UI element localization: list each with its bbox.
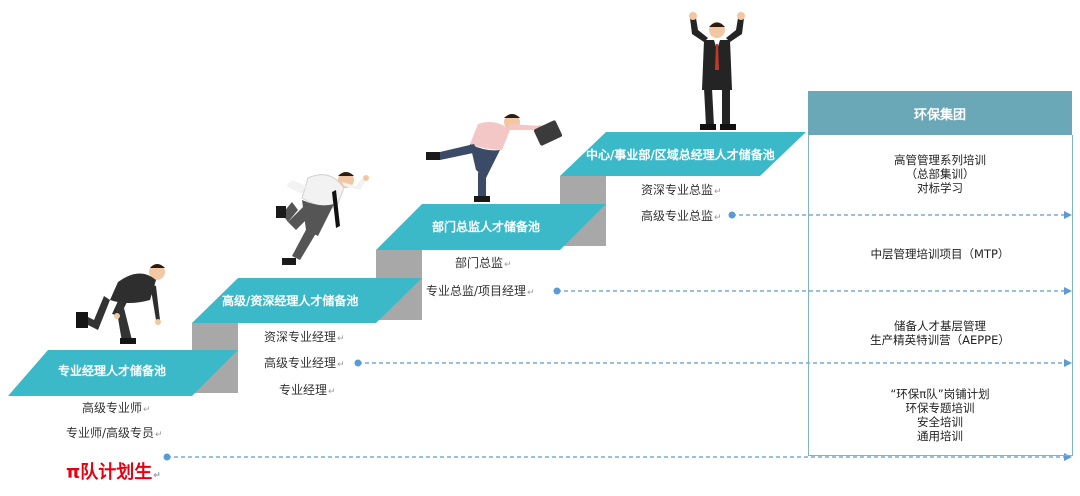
training-item: 高管管理系列培训 <box>894 153 986 167</box>
role-step2-manager: 专业经理↵ <box>279 383 336 397</box>
step-label-4: 中心/事业部/区域总经理人才储备池 <box>586 148 775 162</box>
step-label-2: 高级/资深经理人才储备池 <box>222 294 359 308</box>
training-item: 生产精英特训营（AEPPE） <box>870 333 1010 347</box>
step-label-3: 部门总监人才储备池 <box>432 220 541 234</box>
training-group-middle: 中层管理培训项目（MTP） <box>808 247 1072 261</box>
training-group-executive: 高管管理系列培训 （总部集训） 对标学习 <box>808 153 1072 195</box>
panel-title: 环保集团 <box>808 91 1072 135</box>
step-top-1 <box>8 350 238 396</box>
role-step1-senior-specialist: 高级专业师↵ <box>82 401 151 415</box>
kneeling-businessman-figure <box>76 264 165 344</box>
arrow-dots <box>163 211 736 461</box>
training-group-reserve: 储备人才基层管理 生产精英特训营（AEPPE） <box>808 319 1072 347</box>
pi-plan-label: π队计划生↵ <box>66 462 161 483</box>
step-label-1: 专业经理人才储备池 <box>58 364 167 378</box>
arrow-head-2 <box>1064 287 1072 295</box>
arrow-dot-3 <box>354 359 362 367</box>
training-item: 环保专题培训 <box>905 401 975 415</box>
running-businessman-figure <box>426 114 563 202</box>
role-step1-specialist: 专业师/高级专员↵ <box>66 426 163 440</box>
role-step3-department-director: 部门总监↵ <box>455 256 512 270</box>
training-item: 安全培训 <box>917 415 963 429</box>
role-step2-senior-manager: 高级专业经理↵ <box>264 356 345 370</box>
dashed-arrows <box>167 214 1064 458</box>
training-item: “环保π队”岗铺计划 <box>890 387 990 401</box>
role-step4-principal-director: 资深专业总监↵ <box>641 183 722 197</box>
training-item: （总部集训） <box>905 167 975 181</box>
training-item: 对标学习 <box>917 181 963 195</box>
step-top-3 <box>376 204 606 250</box>
step-top-2 <box>192 278 422 323</box>
role-step3-project-manager: 专业总监/项目经理↵ <box>426 284 535 298</box>
training-item: 储备人才基层管理 <box>894 319 986 333</box>
arrow-dot-1 <box>728 211 736 219</box>
training-item: 通用培训 <box>917 429 963 443</box>
arrow-head-3 <box>1064 359 1072 367</box>
step-top-4 <box>560 132 806 176</box>
arrow-head-1 <box>1064 211 1072 219</box>
role-step2-principal-manager: 资深专业经理↵ <box>264 330 345 344</box>
training-item: 中层管理培训项目（MTP） <box>870 247 1010 261</box>
arrow-dot-2 <box>553 287 561 295</box>
role-step4-senior-director: 高级专业总监↵ <box>641 209 722 223</box>
arrow-dot-4 <box>163 453 171 461</box>
sprinting-businessman-figure <box>276 172 369 265</box>
triumphant-businessman-figure <box>689 12 745 130</box>
training-group-general: “环保π队”岗铺计划 环保专题培训 安全培训 通用培训 <box>808 387 1072 443</box>
training-panel <box>808 135 1073 456</box>
